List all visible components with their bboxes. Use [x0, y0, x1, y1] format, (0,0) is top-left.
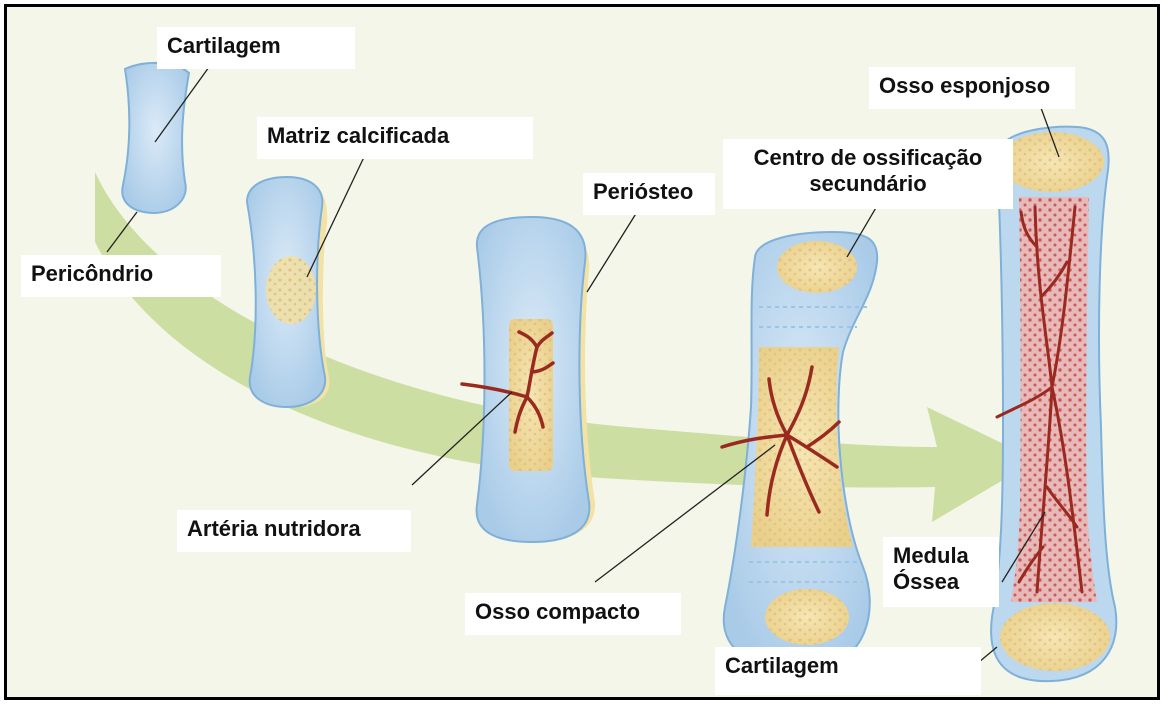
diagram-frame: Cartilagem Matriz calcificada Pericôndri…	[4, 4, 1160, 700]
label-medula-line2: Óssea	[893, 569, 989, 595]
stage1-cartilage	[122, 63, 189, 213]
label-centro-line2: secundário	[733, 171, 1003, 197]
label-cartilagem-top: Cartilagem	[157, 27, 355, 69]
label-medula-line1: Medula	[893, 543, 989, 569]
label-centro-line1: Centro de ossificação	[733, 145, 1003, 171]
label-cartilagem-bottom: Cartilagem	[715, 647, 981, 695]
label-centro-ossificacao: Centro de ossificação secundário	[723, 139, 1013, 209]
label-osso-esponjoso: Osso esponjoso	[869, 67, 1075, 109]
label-osso-compacto: Osso compacto	[465, 593, 681, 635]
label-periosteo: Periósteo	[583, 173, 715, 215]
label-arteria-nutridora: Artéria nutridora	[177, 510, 411, 552]
label-medula-ossea: Medula Óssea	[883, 537, 999, 607]
label-pericondrio: Pericôndrio	[21, 255, 221, 297]
label-matriz-calcificada: Matriz calcificada	[257, 117, 533, 159]
